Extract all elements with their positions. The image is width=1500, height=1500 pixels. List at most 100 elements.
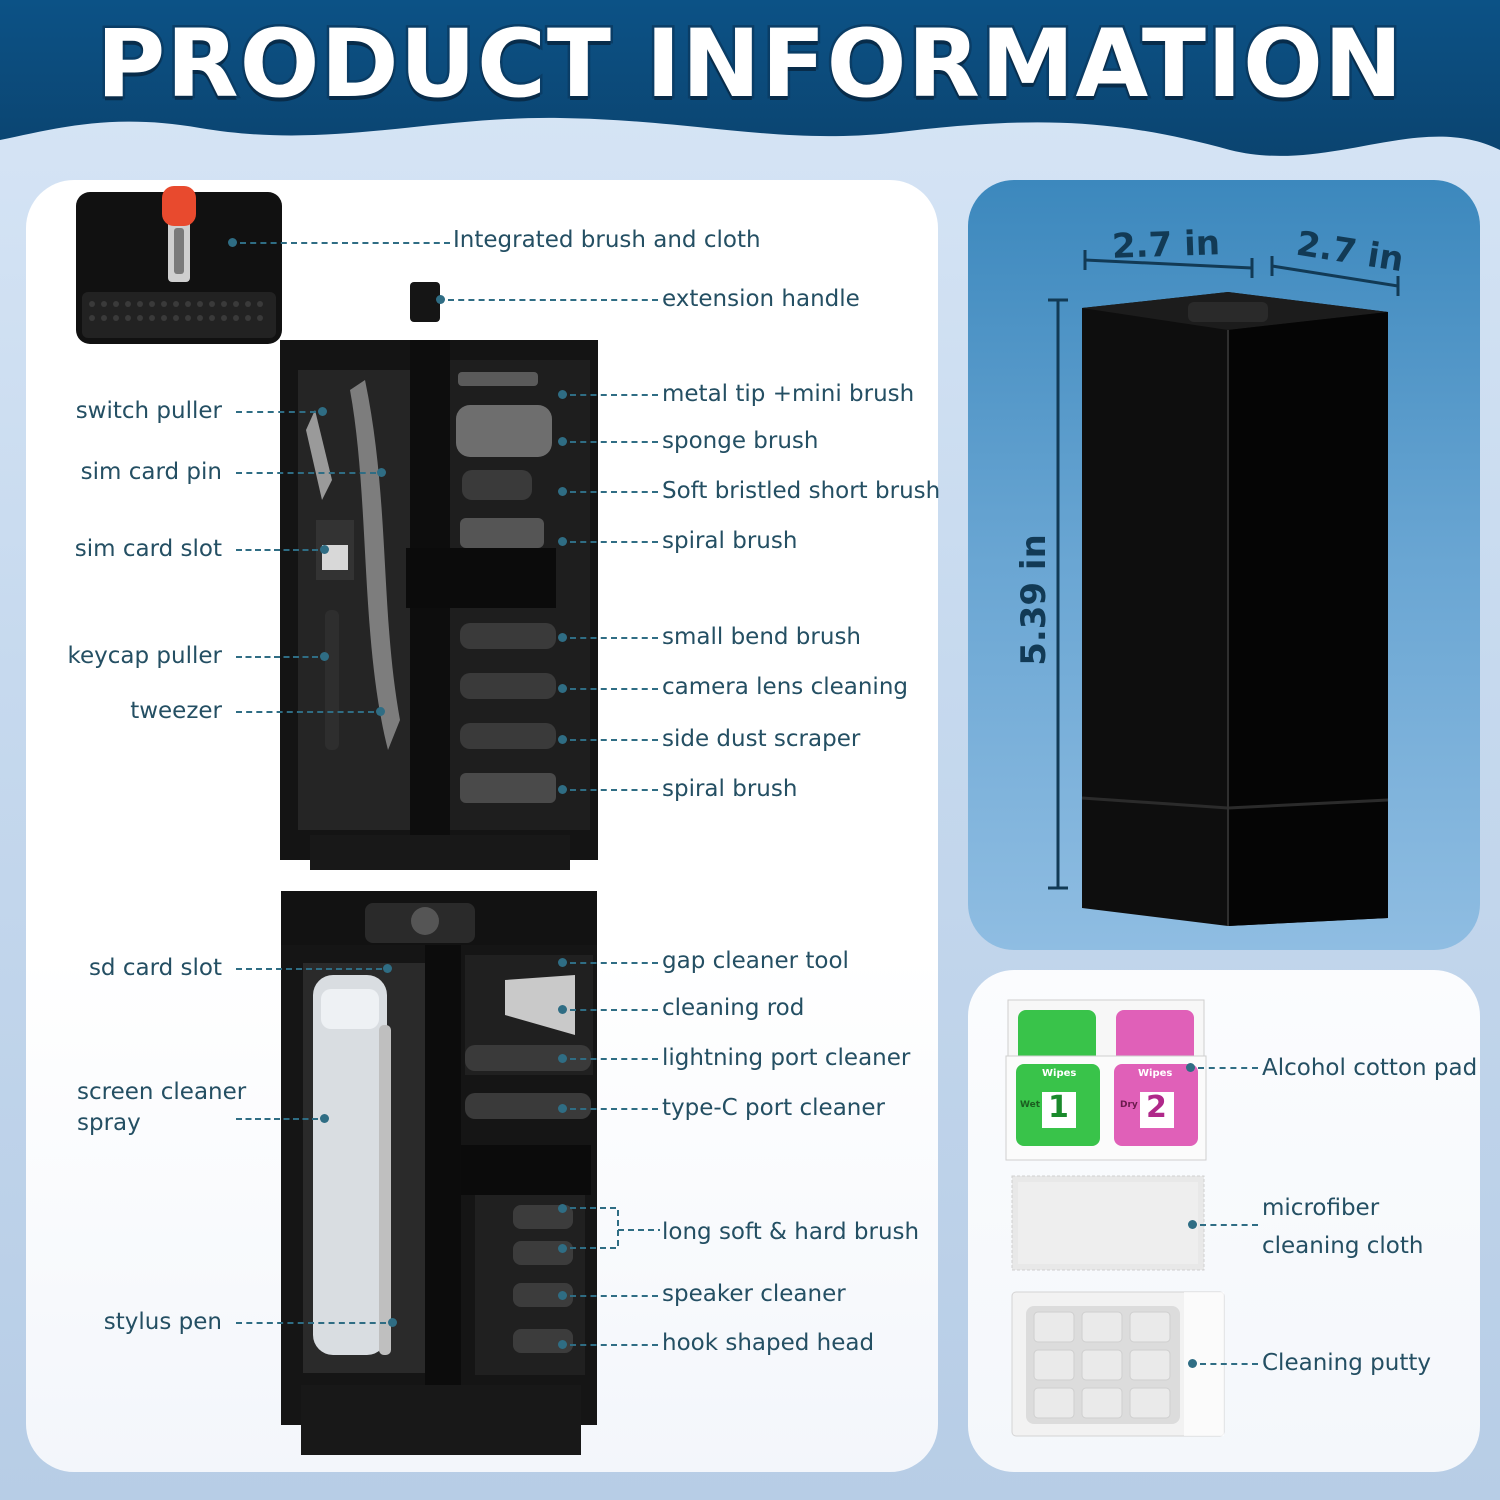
spray-dot [320, 1114, 329, 1123]
speaker-dot [558, 1291, 567, 1300]
label-sd-card-slot: sd card slot [88, 955, 222, 981]
wipe-number-1: 1 [1048, 1090, 1069, 1125]
header-banner: PRODUCT INFORMATION [0, 0, 1500, 175]
metal-tip-dot [558, 390, 567, 399]
stylus-leader [236, 1322, 386, 1324]
camera-lens-leader [570, 688, 658, 690]
putty-leader [1200, 1363, 1258, 1365]
stylus-dot [388, 1318, 397, 1327]
soft-short-leader [570, 491, 658, 493]
label-long-brush: long soft & hard brush [662, 1219, 920, 1245]
hook-leader [570, 1344, 658, 1346]
cleaning-rod-dot [558, 1005, 567, 1014]
speaker-leader [570, 1295, 658, 1297]
tweezer-leader [236, 711, 374, 713]
wipe-number-2: 2 [1146, 1090, 1167, 1125]
wipes-label-2: Wipes [1138, 1068, 1173, 1079]
lightning-leader [570, 1058, 658, 1060]
cleaning-rod-leader [570, 1009, 658, 1011]
label-cleaning-rod: cleaning rod [662, 995, 805, 1021]
dimension-width: 2.7 in [1111, 223, 1221, 267]
microfiber-cloth-image [1011, 1175, 1205, 1271]
integrated-leader [240, 242, 450, 244]
small-bend-dot [558, 633, 567, 642]
label-alcohol-pad: Alcohol cotton pad [1262, 1055, 1478, 1081]
pad-leader [1198, 1067, 1258, 1069]
label-microfiber-2: cleaning cloth [1262, 1233, 1424, 1259]
sim-slot-leader [236, 549, 318, 551]
closed-case-image [1081, 292, 1389, 926]
small-bend-leader [570, 637, 658, 639]
label-lightning-cleaner: lightning port cleaner [662, 1045, 911, 1071]
gap-cleaner-leader [570, 962, 658, 964]
extension-leader [448, 299, 658, 301]
label-sim-card-pin: sim card pin [80, 459, 222, 485]
label-typec-cleaner: type-C port cleaner [662, 1095, 885, 1121]
dimension-height: 5.39 in [1013, 534, 1054, 666]
label-hook-head: hook shaped head [662, 1330, 875, 1356]
label-gap-cleaner: gap cleaner tool [662, 948, 849, 974]
typec-dot [558, 1104, 567, 1113]
wet-label: Wet [1020, 1100, 1041, 1110]
switch-puller-leader [236, 411, 316, 413]
header-wave [0, 0, 1500, 156]
gap-cleaner-dot [558, 958, 567, 967]
pad-dot [1186, 1063, 1195, 1072]
label-metal-tip: metal tip +mini brush [662, 381, 915, 407]
typec-leader [570, 1108, 658, 1110]
spray-leader [236, 1118, 318, 1120]
label-side-dust-scraper: side dust scraper [662, 726, 861, 752]
long-brush-dot-2 [558, 1244, 567, 1253]
label-integrated-brush: Integrated brush and cloth [453, 227, 761, 253]
spiral2-leader [570, 789, 658, 791]
label-microfiber-1: microfiber [1262, 1195, 1380, 1221]
keycap-puller-leader [236, 656, 318, 658]
spiral1-dot [558, 537, 567, 546]
sim-slot-dot [320, 545, 329, 554]
label-camera-lens: camera lens cleaning [662, 674, 908, 700]
lightning-dot [558, 1054, 567, 1063]
top-case-image [280, 282, 598, 870]
cloth-dot [1188, 1220, 1197, 1229]
long-brush-bracket [570, 1207, 660, 1249]
putty-dot [1188, 1359, 1197, 1368]
integrated-dot [228, 238, 237, 247]
page-title: PRODUCT INFORMATION [94, 8, 1405, 122]
spiral2-dot [558, 785, 567, 794]
cloth-leader [1200, 1224, 1258, 1226]
label-spiral-brush-2: spiral brush [662, 776, 798, 802]
sim-pin-leader [236, 472, 376, 474]
bottom-case-image [281, 891, 597, 1455]
label-screen-spray-1: screen cleaner [77, 1079, 247, 1105]
label-screen-spray-2: spray [77, 1110, 141, 1136]
label-spiral-brush-1: spiral brush [662, 528, 798, 554]
sponge-leader [570, 441, 658, 443]
sd-slot-dot [383, 964, 392, 973]
keycap-puller-dot [320, 652, 329, 661]
label-sponge-brush: sponge brush [662, 428, 819, 454]
label-switch-puller: switch puller [75, 398, 222, 424]
label-extension-handle: extension handle [662, 286, 860, 312]
tweezer-dot [376, 707, 385, 716]
label-soft-short-brush: Soft bristled short brush [662, 478, 941, 504]
wipes-label-1: Wipes [1042, 1068, 1077, 1079]
switch-puller-dot [318, 407, 327, 416]
label-sim-card-slot: sim card slot [74, 536, 222, 562]
label-cleaning-putty: Cleaning putty [1262, 1350, 1431, 1376]
brush-lid-image [76, 186, 282, 344]
wipes-image [1005, 999, 1207, 1161]
sponge-dot [558, 437, 567, 446]
side-scraper-dot [558, 735, 567, 744]
soft-short-dot [558, 487, 567, 496]
sim-pin-dot [377, 468, 386, 477]
long-brush-dot-1 [558, 1204, 567, 1213]
side-scraper-leader [570, 739, 658, 741]
dimension-lines [1048, 250, 1400, 890]
hook-dot [558, 1340, 567, 1349]
spiral1-leader [570, 541, 658, 543]
extension-dot [436, 295, 445, 304]
label-tweezer: tweezer [130, 698, 222, 724]
label-small-bend-brush: small bend brush [662, 624, 862, 650]
camera-lens-dot [558, 684, 567, 693]
dry-label: Dry [1120, 1100, 1138, 1110]
